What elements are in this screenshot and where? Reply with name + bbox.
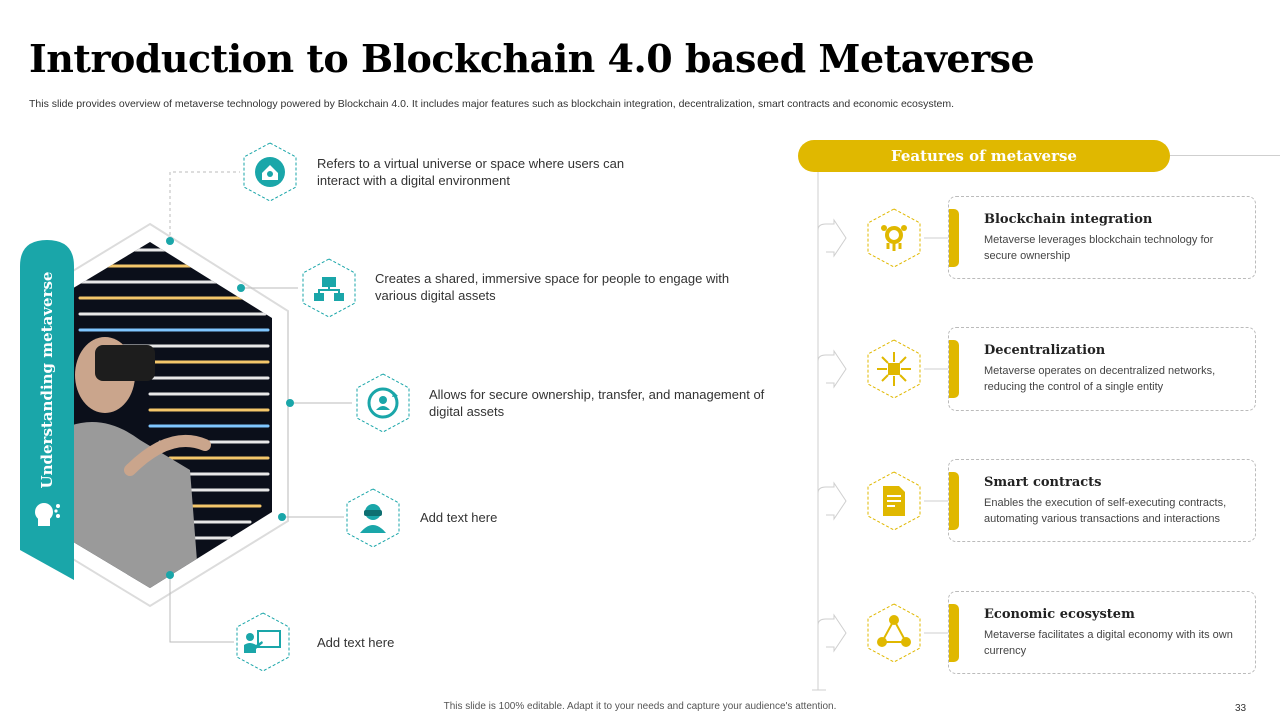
feature-title: Smart contracts bbox=[984, 475, 1102, 490]
feature-desc: Enables the execution of self-executing … bbox=[984, 497, 1227, 525]
asset-exchange-icon bbox=[352, 372, 414, 434]
page-number: 33 bbox=[1235, 703, 1247, 714]
page-subtitle: This slide provides overview of metavers… bbox=[29, 98, 955, 110]
feature-desc: Metaverse operates on decentralized netw… bbox=[984, 365, 1216, 393]
virtual-home-icon bbox=[239, 141, 301, 203]
feature-card: Blockchain integration Metaverse leverag… bbox=[948, 196, 1256, 279]
feature-card: Economic ecosystem Metaverse facilitates… bbox=[948, 591, 1256, 674]
metaverse-photo bbox=[70, 242, 272, 588]
feature-desc: Metaverse facilitates a digital economy … bbox=[984, 629, 1233, 657]
side-label-bar bbox=[20, 240, 74, 580]
feature-card: Decentralization Metaverse operates on d… bbox=[948, 327, 1256, 411]
left-item-text: Creates a shared, immersive space for pe… bbox=[375, 271, 730, 303]
left-item-text: Allows for secure ownership, transfer, a… bbox=[429, 387, 765, 419]
presentation-board-icon bbox=[232, 611, 294, 673]
features-banner: Features of metaverse bbox=[798, 140, 1170, 172]
feature-card: Smart contracts Enables the execution of… bbox=[948, 459, 1256, 542]
page-title: Introduction to Blockchain 4.0 based Met… bbox=[29, 36, 1035, 81]
shared-network-icon bbox=[298, 257, 360, 319]
banner-divider bbox=[1170, 155, 1280, 156]
card-accent bbox=[949, 472, 959, 530]
blockchain-gears-icon bbox=[863, 207, 925, 269]
side-label: Understanding metaverse bbox=[38, 271, 56, 489]
left-item-text: Refers to a virtual universe or space wh… bbox=[317, 156, 625, 188]
feature-desc: Metaverse leverages blockchain technolog… bbox=[984, 234, 1214, 262]
head-network-icon bbox=[35, 503, 60, 526]
smart-contract-icon bbox=[863, 470, 925, 532]
card-accent bbox=[949, 209, 959, 267]
left-item-text: Add text here bbox=[317, 635, 395, 650]
economic-network-icon bbox=[863, 602, 925, 664]
feature-title: Economic ecosystem bbox=[984, 607, 1135, 622]
decentralized-chip-icon bbox=[863, 338, 925, 400]
card-accent bbox=[949, 604, 959, 662]
feature-title: Decentralization bbox=[984, 343, 1106, 358]
vr-user-icon bbox=[342, 487, 404, 549]
card-accent bbox=[949, 340, 959, 398]
footer-note: This slide is 100% editable. Adapt it to… bbox=[443, 701, 837, 712]
left-item-text: Add text here bbox=[420, 510, 498, 525]
feature-title: Blockchain integration bbox=[984, 212, 1153, 227]
